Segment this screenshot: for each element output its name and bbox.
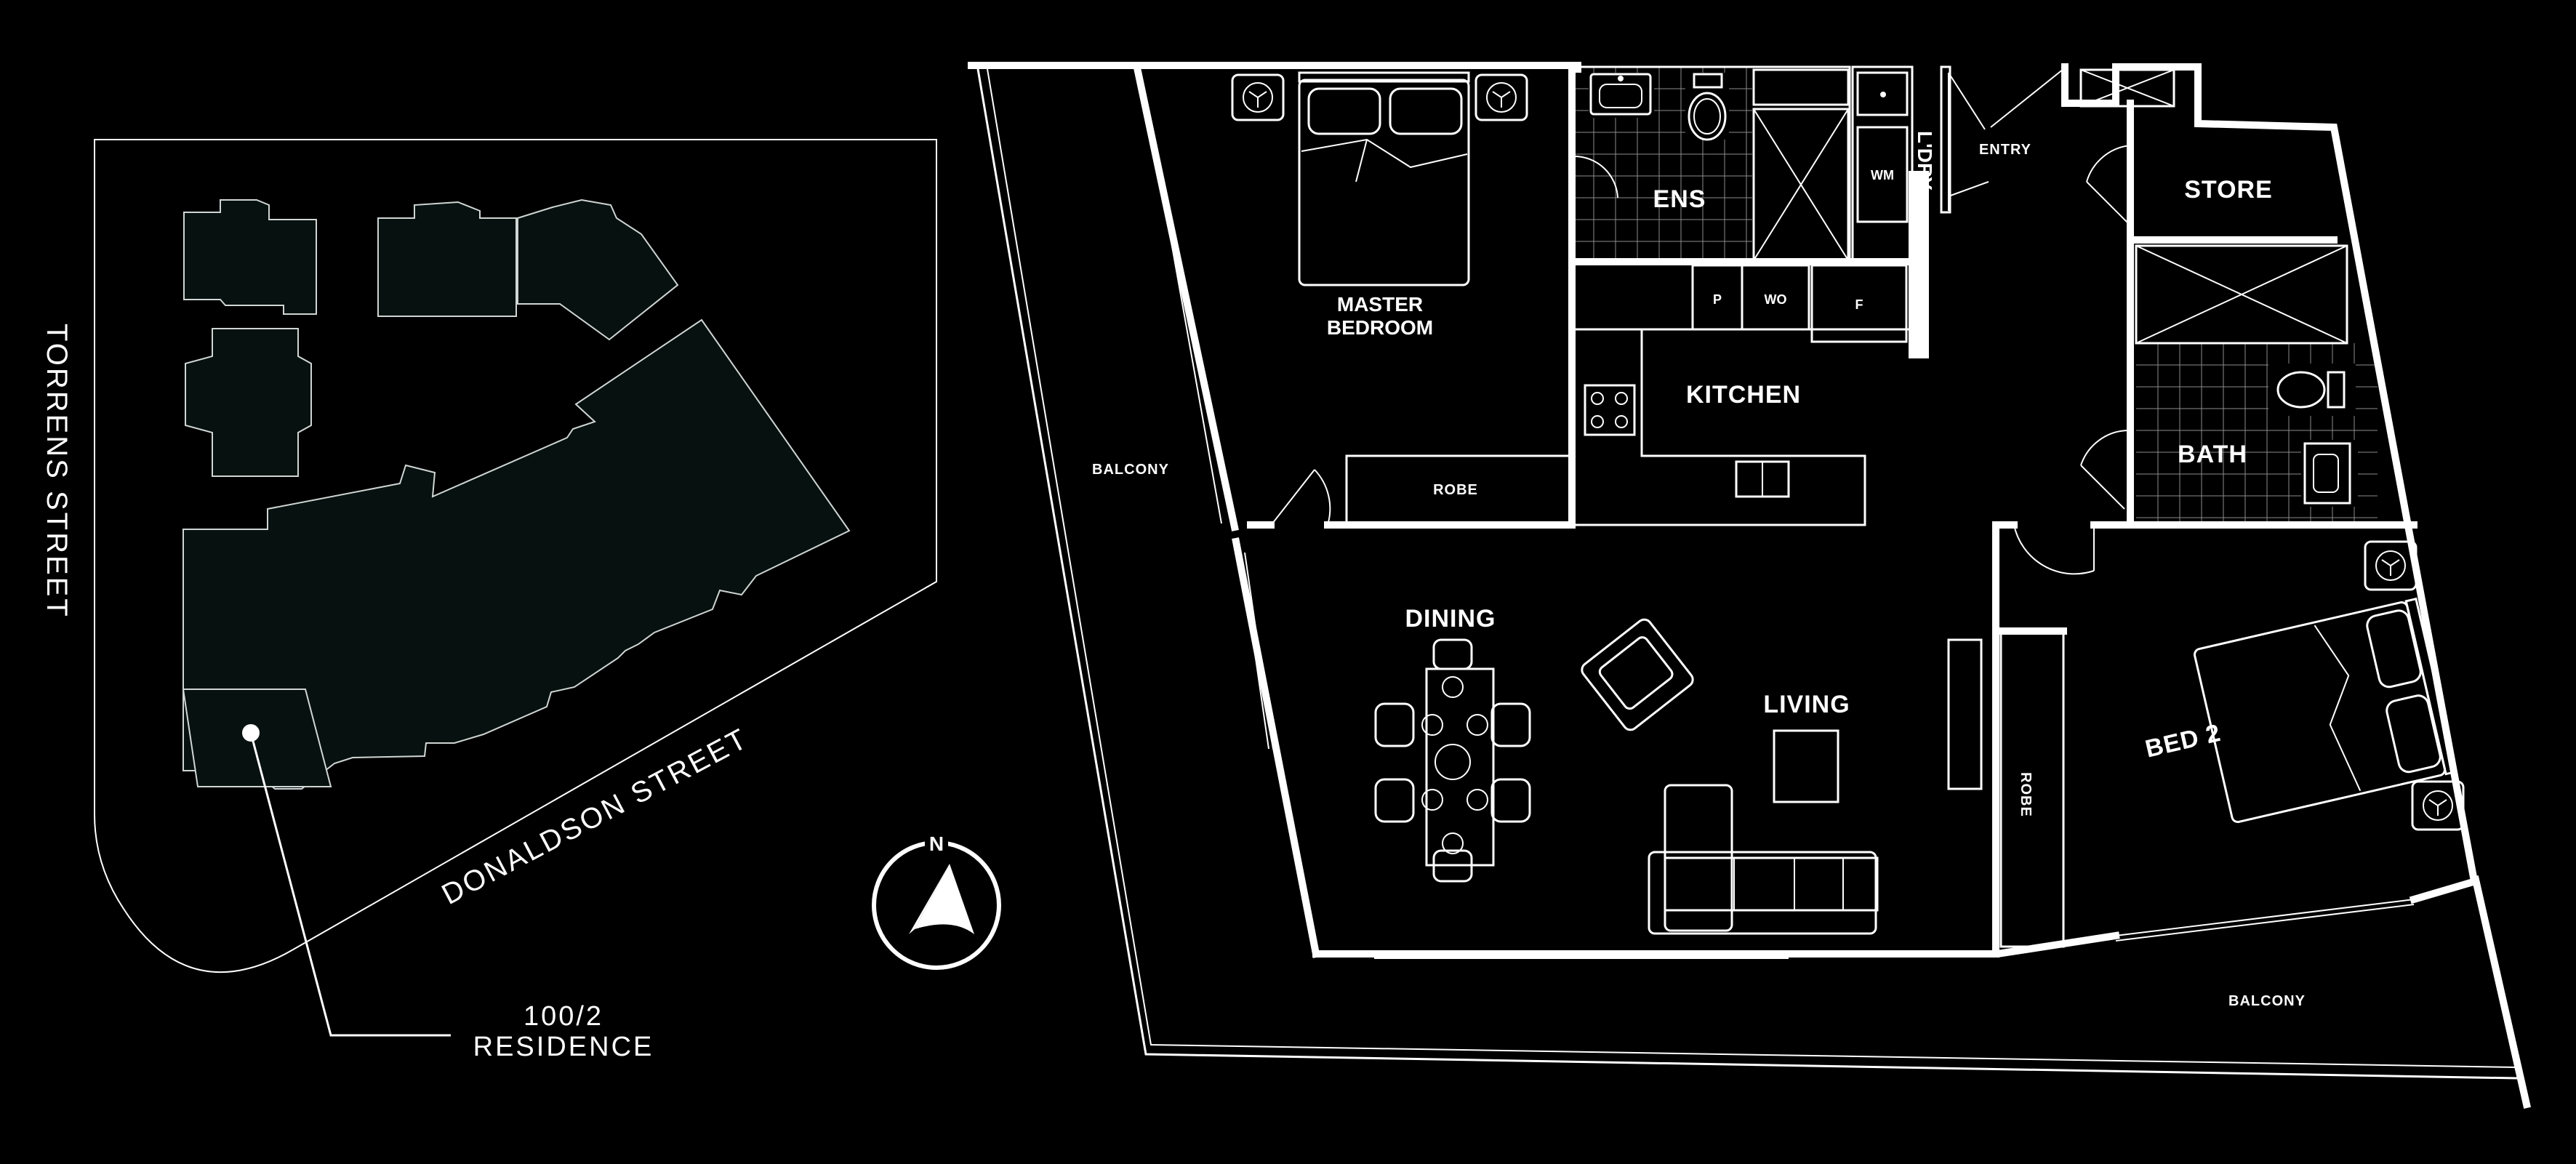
- bed2-label: BED 2: [2143, 719, 2223, 763]
- torrens-street-label: TORRENS STREET: [41, 324, 73, 619]
- residence-label: RESIDENCE: [473, 1032, 654, 1062]
- bed2-lamp-icon: [2364, 540, 2465, 831]
- sofa: [1648, 784, 1879, 935]
- bed2-room: [1992, 521, 2417, 958]
- entry-door: [1948, 68, 2064, 211]
- master-bedroom-label: MASTER: [1337, 293, 1423, 316]
- building-block-4: [185, 328, 312, 477]
- unit-number-label: 100/2: [523, 1001, 603, 1032]
- bedside-lamp-icon: [1231, 73, 1528, 121]
- bed2-robe-label: ROBE: [2018, 772, 2034, 817]
- north-arrow-icon: [915, 864, 974, 934]
- coffee-table: [1773, 729, 1839, 803]
- washing-machine-label: WM: [1871, 168, 1894, 182]
- east-wall: [2061, 63, 2479, 886]
- master-bed: [1298, 71, 1470, 286]
- entry-label: ENTRY: [1979, 142, 2031, 158]
- site-plan: TORRENS STREET DONALDSON STREET 100/2 RE…: [41, 139, 937, 1062]
- north-wall: [968, 62, 1581, 73]
- laundry: [1851, 65, 1929, 358]
- pantry-label: P: [1713, 292, 1722, 307]
- building-block-1: [183, 199, 317, 315]
- west-wall: [1133, 67, 1239, 531]
- donaldson-street-label: DONALDSON STREET: [437, 722, 754, 911]
- building-block-3: [517, 198, 679, 341]
- west-balcony-outline: [976, 68, 2518, 1080]
- north-compass: N: [872, 832, 1001, 970]
- tv-unit: [1947, 638, 1983, 790]
- south-balcony-label: BALCONY: [2228, 993, 2306, 1009]
- building-block-2: [377, 201, 517, 317]
- living-label: LIVING: [1763, 691, 1850, 718]
- armchair: [1581, 618, 1694, 731]
- main-building: [182, 318, 851, 790]
- bed2-bed: [2194, 597, 2457, 824]
- west-balcony-label: BALCONY: [1092, 462, 1169, 478]
- bathroom: [2080, 236, 2378, 529]
- kitchen-label: KITCHEN: [1686, 381, 1801, 409]
- laundry-label: L'DRY: [1914, 131, 1936, 190]
- kitchen: [1568, 258, 1916, 529]
- floor-plan: ROBE MASTER BEDROOM: [968, 62, 2531, 1109]
- compass-north-label: N: [929, 832, 944, 855]
- master-robe-label: ROBE: [1433, 482, 1478, 498]
- master-bedroom-label-line2: BEDROOM: [1327, 316, 1433, 339]
- store-label: STORE: [2184, 176, 2273, 204]
- dining-table: [1374, 638, 1531, 883]
- ensuite: [1570, 65, 1851, 263]
- dining-label: DINING: [1405, 605, 1496, 633]
- residence-leader-line: [249, 732, 451, 1037]
- bath-label: BATH: [2178, 441, 2247, 468]
- site-boundary: [94, 139, 937, 974]
- fridge-label: F: [1855, 297, 1863, 312]
- wall-oven-label: WO: [1765, 292, 1787, 307]
- ensuite-label: ENS: [1653, 185, 1706, 213]
